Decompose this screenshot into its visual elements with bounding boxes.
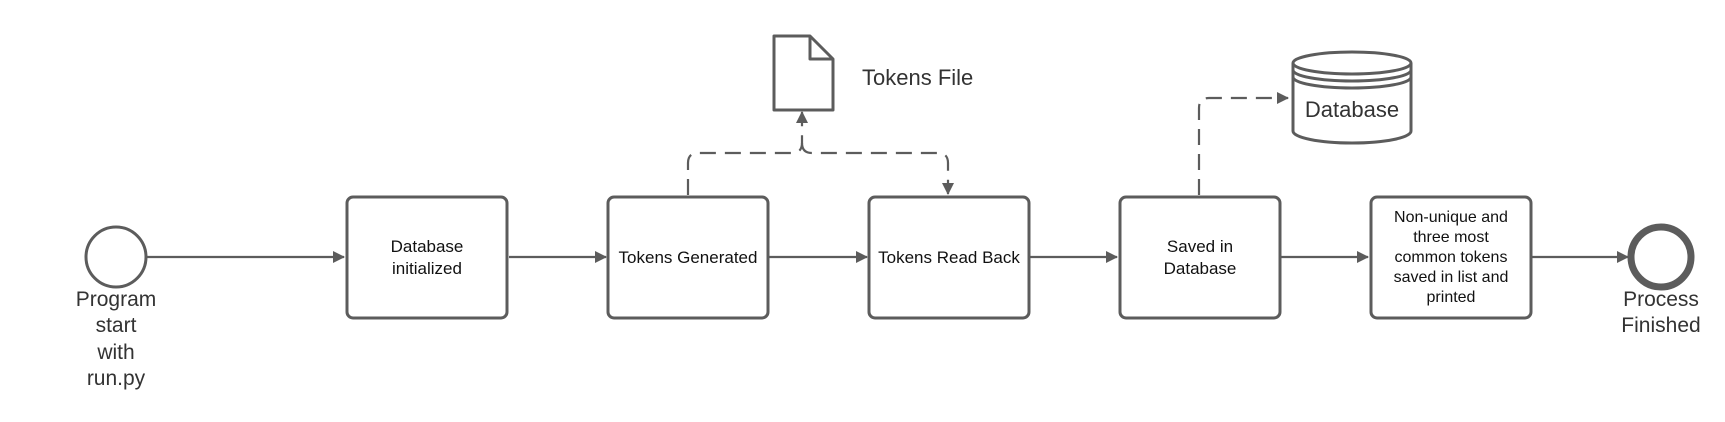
edge-saved-to-database — [1197, 92, 1289, 195]
edge-tokens-generated-to-tokens-file — [686, 111, 808, 195]
saved-in-db-line: Saved in — [1166, 237, 1234, 257]
tokens-read-back-text: Tokens Read Back — [878, 247, 1020, 268]
non-unique-label: Non-unique and three most common tokens … — [1371, 197, 1531, 318]
task-box-tokens-generated — [606, 195, 770, 320]
end-event-label: Process Finished — [1601, 287, 1721, 347]
non-unique-line: printed — [1426, 288, 1476, 306]
saved-in-db-line: Database — [1163, 258, 1237, 278]
saved-in-db-label: Saved in Database — [1120, 197, 1280, 318]
end-event-line: Finished — [1621, 314, 1701, 338]
edge-tokens-file-to-read-back — [800, 142, 954, 195]
task-box-db-initialized — [345, 195, 509, 320]
task-box-non-unique — [1369, 195, 1533, 320]
start-event-line: Program — [75, 288, 157, 311]
start-event-line: with — [97, 340, 135, 364]
tokens-file-label: Tokens File — [862, 60, 1042, 96]
tokens-generated-text: Tokens Generated — [619, 247, 758, 268]
task-box-saved-in-db — [1118, 195, 1282, 320]
start-event-label: Program start with run.py — [56, 287, 176, 397]
start-event-circle — [84, 225, 148, 289]
end-event-text: Process Finished — [1621, 287, 1700, 340]
task-box-tokens-read-back — [867, 195, 1031, 320]
document-icon — [772, 34, 835, 112]
db-initialized-line: Database — [390, 237, 464, 257]
tokens-file-text: Tokens File — [862, 65, 974, 91]
tokens-read-back-label: Tokens Read Back — [869, 197, 1029, 318]
non-unique-text: Non-unique and three most common tokens … — [1394, 208, 1509, 308]
start-event-line: start — [95, 314, 137, 338]
non-unique-line: Non-unique and — [1394, 208, 1508, 226]
db-initialized-label: Database initialized — [347, 197, 507, 318]
end-event-circle — [1627, 223, 1695, 291]
end-event-line: Process — [1623, 288, 1699, 311]
db-initialized-text: Database initialized — [391, 236, 464, 279]
tokens-generated-line: Tokens Generated — [618, 247, 758, 267]
tokens-generated-label: Tokens Generated — [608, 197, 768, 318]
start-event-text: Program start with run.py — [76, 287, 157, 392]
database-cylinder-icon — [1291, 50, 1413, 145]
database-label: Database — [1293, 90, 1411, 130]
saved-in-db-text: Saved in Database — [1164, 236, 1237, 279]
non-unique-line: saved in list and — [1393, 268, 1509, 286]
tokens-read-back-line: Tokens Read Back — [878, 247, 1020, 267]
db-initialized-line: initialized — [392, 258, 462, 278]
non-unique-line: common tokens — [1394, 248, 1508, 266]
non-unique-line: three most — [1413, 228, 1489, 246]
database-text: Database — [1304, 97, 1400, 123]
start-event-line: run.py — [86, 366, 146, 390]
